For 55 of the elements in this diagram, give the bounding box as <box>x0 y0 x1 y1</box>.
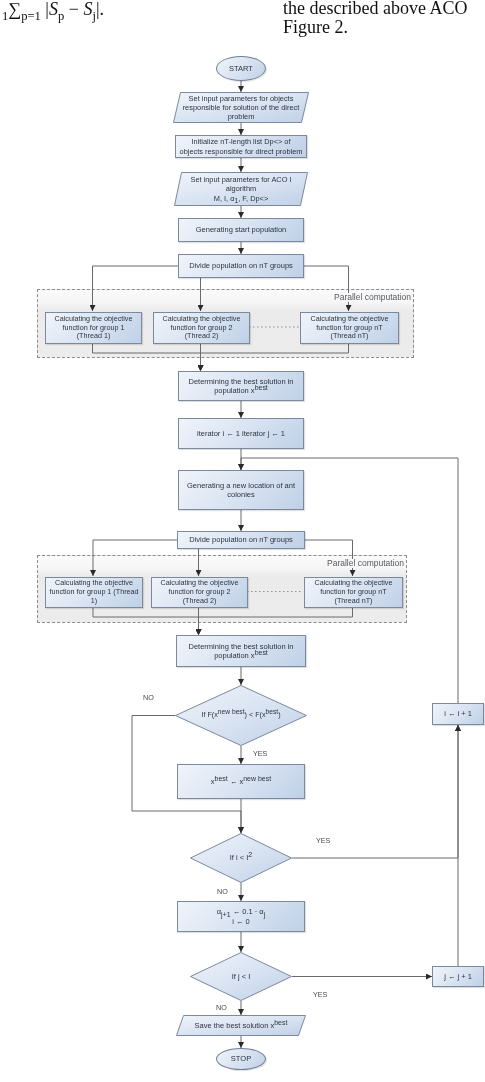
process-box <box>432 703 484 725</box>
arrow <box>291 973 433 980</box>
process-box <box>178 218 304 242</box>
arrow <box>238 1000 244 1016</box>
arrow <box>455 724 461 967</box>
decision-diamond <box>175 685 307 746</box>
process-box <box>45 312 142 344</box>
arrow <box>195 548 202 577</box>
arrow <box>304 539 356 577</box>
arrow <box>238 882 244 902</box>
decision-diamond <box>190 952 292 1001</box>
arrow <box>238 241 244 255</box>
arrow <box>238 666 244 686</box>
input-output-parallelogram <box>174 172 308 206</box>
terminal-ellipse <box>216 1048 266 1070</box>
process-box <box>178 470 304 510</box>
process-box <box>151 577 248 608</box>
process-box <box>178 371 304 401</box>
body-text: the described above ACO <box>283 0 468 19</box>
input-output-parallelogram <box>176 1015 306 1036</box>
arrow <box>195 606 353 636</box>
arrow <box>238 400 244 419</box>
arrow <box>238 205 244 219</box>
arrow <box>238 798 244 834</box>
dashed-group-panel <box>37 289 414 358</box>
dashed-group-panel <box>37 555 407 623</box>
arrow <box>238 80 244 93</box>
process-box <box>176 635 306 667</box>
decision-diamond <box>190 833 292 883</box>
arrow <box>238 457 459 704</box>
terminal-ellipse <box>216 56 266 81</box>
arrow <box>238 931 244 953</box>
arrow <box>238 122 244 136</box>
process-box <box>300 312 399 344</box>
process-box <box>304 577 403 608</box>
process-box <box>177 531 305 549</box>
group-title: Parallel computation <box>334 293 411 303</box>
arrow <box>303 265 352 312</box>
process-box <box>177 764 305 799</box>
input-output-parallelogram <box>173 92 309 123</box>
arrow <box>238 745 244 765</box>
process-box <box>153 312 250 344</box>
arrow <box>90 539 178 577</box>
process-box <box>178 418 304 449</box>
arrow <box>197 277 204 312</box>
group-title: Parallel computation <box>327 559 404 569</box>
process-box <box>178 254 304 278</box>
arrow <box>238 1035 244 1049</box>
arrow <box>197 342 349 372</box>
process-box <box>177 901 305 932</box>
process-box <box>432 966 484 987</box>
arrow <box>238 157 244 173</box>
body-text: Figure 2. <box>283 18 348 38</box>
arrow <box>238 509 244 532</box>
arrow <box>89 265 179 312</box>
